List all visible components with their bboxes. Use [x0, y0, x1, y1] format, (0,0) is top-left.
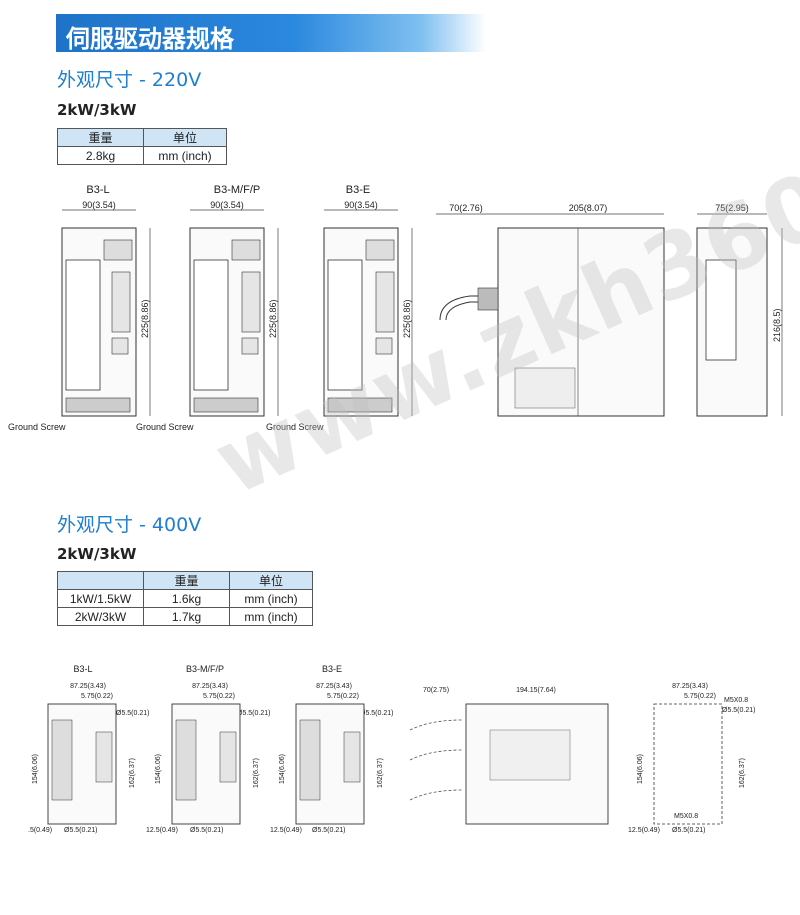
ground-label: Ground Screw	[266, 422, 324, 432]
h-outer-dim: 154(6.06)	[637, 754, 644, 784]
model-label: B3-E	[322, 664, 342, 674]
drive-back-400	[653, 703, 723, 825]
width-dim: 87.25(3.43)	[672, 683, 708, 690]
td-model: 2kW/3kW	[57, 607, 144, 626]
spec-table-400v: 重量 单位 1kW/1.5kW 1.6kg mm (inch) 2kW/3kW …	[57, 571, 313, 626]
hole-dim: Ø5.5(0.21)	[722, 707, 755, 714]
heading-400v: 外观尺寸 - 400V	[57, 514, 202, 536]
hole-dim: Ø5.5(0.21)	[672, 827, 705, 834]
power-400v: 2kW/3kW	[57, 545, 137, 563]
bottom-dim: 12.5(0.49)	[270, 827, 302, 834]
h-inner-dim: 162(6.37)	[129, 758, 136, 788]
td-weight: 1.6kg	[143, 589, 230, 608]
bottom-dim: 12.5(0.49)	[146, 827, 178, 834]
h-outer-dim: 154(6.06)	[279, 754, 286, 784]
width-dim: 87.25(3.43)	[192, 683, 228, 690]
screw-dim: M5X0.8	[674, 813, 698, 820]
td-model: 1kW/1.5kW	[57, 589, 144, 608]
model-label: B3-L	[86, 184, 109, 196]
td-unit: mm (inch)	[229, 607, 313, 626]
side-left-dim: 70(2.76)	[449, 203, 483, 213]
height-dim: 225(8.86)	[140, 299, 150, 338]
model-label: B3-E	[346, 184, 370, 196]
model-label: B3-L	[73, 664, 92, 674]
h-outer-dim: 154(6.06)	[32, 754, 39, 784]
drawing-220v: B3-L 90(3.54) 225(8.86) Ground Screw B3-…	[8, 184, 783, 432]
td-weight: 2.8kg	[57, 146, 144, 165]
drawing-400v: B3-L 87.25(3.43) 5.75(0.22) Ø5.5(0.21) 1…	[28, 664, 755, 834]
h-outer-dim: 154(6.06)	[155, 754, 162, 784]
back-width-dim: 75(2.95)	[715, 203, 749, 213]
screw-dim: M5X0.8	[724, 697, 748, 704]
power-220v: 2kW/3kW	[57, 101, 137, 119]
hole-dim: Ø5.5(0.21)	[190, 827, 223, 834]
side-left-dim: 70(2.75)	[423, 687, 449, 694]
th-unit: 单位	[229, 571, 313, 590]
width-dim: 90(3.54)	[210, 200, 244, 210]
side-depth-dim: 205(8.07)	[569, 203, 608, 213]
td-unit: mm (inch)	[143, 146, 227, 165]
td-weight: 1.7kg	[143, 607, 230, 626]
side-depth-dim: 194.15(7.64)	[516, 687, 556, 694]
td-unit: mm (inch)	[229, 589, 313, 608]
hole-dim: Ø5.5(0.21)	[237, 710, 270, 717]
th-weight: 重量	[143, 571, 230, 590]
th-weight: 重量	[57, 128, 144, 147]
height-dim: 225(8.86)	[402, 299, 412, 338]
model-label: B3-M/F/P	[214, 184, 260, 196]
hole-dim: Ø5.5(0.21)	[64, 827, 97, 834]
spec-table-220v: 重量 单位 2.8kg mm (inch)	[57, 128, 227, 165]
top-dim: 5.75(0.22)	[203, 693, 235, 700]
banner-title: 伺服驱动器规格	[66, 25, 234, 53]
top-dim: 5.75(0.22)	[684, 693, 716, 700]
hole-dim: Ø5.5(0.21)	[116, 710, 149, 717]
h-inner-dim: 162(6.37)	[253, 758, 260, 788]
hole-dim: Ø5.5(0.21)	[360, 710, 393, 717]
section-banner: 伺服驱动器规格	[56, 14, 486, 53]
h-inner-dim: 162(6.37)	[739, 758, 746, 788]
ground-label: Ground Screw	[8, 422, 66, 432]
width-dim: 90(3.54)	[82, 200, 116, 210]
hole-dim: Ø5.5(0.21)	[312, 827, 345, 834]
width-dim: 87.25(3.43)	[316, 683, 352, 690]
back-height-dim: 216(8.5)	[772, 308, 782, 342]
top-dim: 5.75(0.22)	[81, 693, 113, 700]
th-unit: 单位	[143, 128, 227, 147]
height-dim: 225(8.86)	[268, 299, 278, 338]
width-dim: 90(3.54)	[344, 200, 378, 210]
h-inner-dim: 162(6.37)	[377, 758, 384, 788]
left-bottom-dim: .5(0.49)	[28, 827, 52, 834]
top-dim: 5.75(0.22)	[327, 693, 359, 700]
model-label: B3-M/F/P	[186, 664, 224, 674]
width-dim: 87.25(3.43)	[70, 683, 106, 690]
ground-label: Ground Screw	[136, 422, 194, 432]
heading-220v: 外观尺寸 - 220V	[57, 69, 202, 91]
bottom-dim: 12.5(0.49)	[628, 827, 660, 834]
th-model	[57, 571, 144, 590]
